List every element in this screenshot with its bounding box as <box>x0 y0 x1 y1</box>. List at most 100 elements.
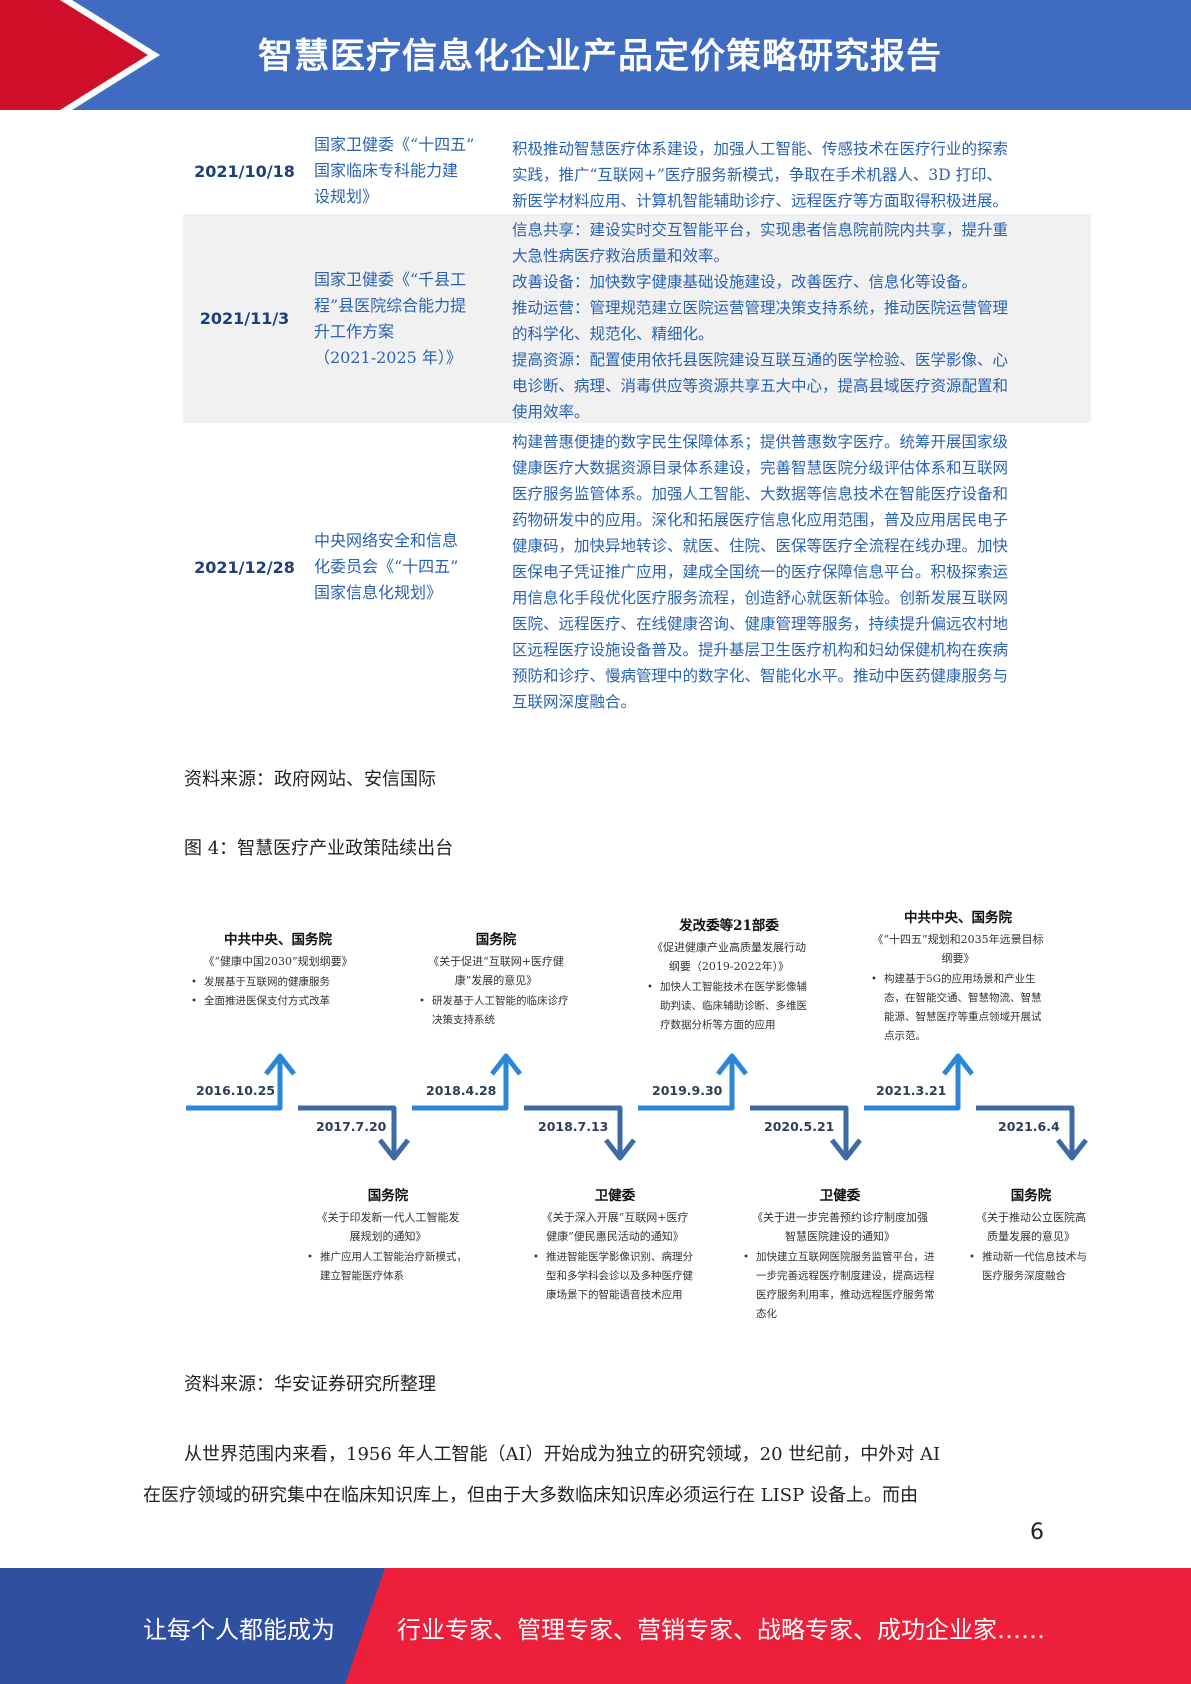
timeline-date: 2020.5.21 <box>764 1119 835 1134</box>
policy-desc-line: 互联网深度融合。 <box>512 693 637 711</box>
event-bullet: 加快人工智能技术在医学影像辅助判读、临床辅助诊断、多维医疗数据分析等方面的应用 <box>644 978 814 1035</box>
event-document: 《“十四五”规划和2035年远景目标 <box>872 933 1044 946</box>
event-document: 《关于深入开展“互联网+医疗 <box>541 1211 689 1224</box>
timeline-up-arrow <box>186 1060 283 1111</box>
event-org: 国务院 <box>367 1188 409 1204</box>
report-title: 智慧医疗信息化企业产品定价策略研究报告 <box>258 37 943 77</box>
policy-desc-line: 医疗服务监管体系。加强人工智能、大数据等信息技术在智能医疗设备和 <box>512 485 1009 503</box>
timeline-down-arrow <box>378 1138 410 1161</box>
event-document: 纲要》 <box>941 952 975 965</box>
event-org: 国务院 <box>475 932 517 948</box>
body-paragraph-line: 在医疗领域的研究集中在临床知识库上，但由于大多数临床知识库必须运行在 LISP … <box>143 1485 918 1506</box>
policy-title-line: 化委员会《“十四五” <box>314 557 459 576</box>
event-org: 发改委等21部委 <box>679 918 779 934</box>
event-bullet: 加快建立互联网医院服务监管平台，进一步完善远程医疗制度建设，提高远程医疗服务利用… <box>740 1248 940 1324</box>
policy-desc-line: 医保电子凭证推广应用，建成全国统一的医疗保障信息平台。积极探索运 <box>512 563 1009 581</box>
timeline-up-arrow <box>864 1060 961 1111</box>
timeline-date: 2021.3.21 <box>876 1083 947 1098</box>
timeline-down-arrow <box>1056 1138 1088 1161</box>
policy-desc-line: 健康医疗大数据资源目录体系建设，完善智慧医院分级评估体系和互联网 <box>512 459 1009 477</box>
policy-description: 构建普惠便捷的数字民生保障体系；提供普惠数字医疗。统筹开展国家级 健康医疗大数据… <box>512 423 1091 711</box>
footer-slogan-right: 行业专家、管理专家、营销专家、战略专家、成功企业家…… <box>397 1616 1045 1644</box>
event-document: 《“健康中国2030”规划纲要》 <box>203 955 353 968</box>
policy-title: 国家卫健委《“十四五” 国家临床专科能力建 设规划》 <box>306 128 512 214</box>
policy-desc-line: 医院、远程医疗、在线健康咨询、健康管理等服务，持续提升偏远农村地 <box>512 615 1009 633</box>
policy-description: 信息共享：建设实时交互智能平台，实现患者信息院前院内共享，提升重 大急性病医疗救… <box>512 214 1091 423</box>
timeline-date: 2021.6.4 <box>998 1119 1060 1134</box>
policy-desc-line: 提高资源：配置使用依托县医院建设互联互通的医学检验、医学影像、心 <box>512 351 1009 369</box>
policy-desc-line: 电诊断、病理、消毒供应等资源共享五大中心，提高县域医疗资源配置和 <box>512 377 1009 395</box>
policy-date: 2021/11/3 <box>199 309 290 328</box>
event-bullets: 加快人工智能技术在医学影像辅助判读、临床辅助诊断、多维医疗数据分析等方面的应用 <box>644 978 814 1035</box>
policy-title-line: （2021-2025 年）》 <box>314 347 462 367</box>
policy-desc-line: 的科学化、规范化、精细化。 <box>512 325 714 343</box>
event-bullets: 推广应用人工智能治疗新模式，建立智能医疗体系 <box>304 1248 472 1286</box>
table-row: 2021/10/18 国家卫健委《“十四五” 国家临床专科能力建 设规划》 积极… <box>183 128 1091 214</box>
timeline-event-2017: 国务院 《关于印发新一代人工智能发 展规划的通知》 推广应用人工智能治疗新模式，… <box>304 1184 472 1286</box>
event-org: 卫健委 <box>594 1188 636 1204</box>
figure-caption: 图 4：智慧医疗产业政策陆续出台 <box>184 838 454 859</box>
timeline-down-arrow <box>750 1105 849 1154</box>
timeline-down-arrow <box>604 1138 636 1161</box>
page-number: 6 <box>1030 1520 1044 1545</box>
timeline-up-arrow <box>412 1060 509 1111</box>
event-bullet: 全面推进医保支付方式改革 <box>188 992 368 1011</box>
event-org: 中共中央、国务院 <box>224 932 332 948</box>
timeline-down-arrow <box>830 1138 862 1161</box>
policy-desc-line: 大急性病医疗救治质量和效率。 <box>512 247 730 265</box>
event-document: 展规划的通知》 <box>349 1230 427 1243</box>
event-document: 质量发展的意见》 <box>987 1230 1075 1243</box>
policy-title: 中央网络安全和信息 化委员会《“十四五” 国家信息化规划》 <box>306 423 512 711</box>
event-document: 康”发展的意见》 <box>454 974 538 987</box>
page-footer: 让每个人都能成为 行业专家、管理专家、营销专家、战略专家、成功企业家…… <box>0 1568 1191 1684</box>
policy-date: 2021/12/28 <box>194 557 295 577</box>
timeline-down-arrow <box>298 1105 397 1154</box>
policy-description: 积极推动智慧医疗体系建设，加强人工智能、传感技术在医疗行业的探索 实践，推广“互… <box>512 128 1091 214</box>
timeline-event-2018-04: 国务院 《关于促进“互联网+医疗健 康”发展的意见》 研发基于人工智能的临床诊疗… <box>416 928 576 1030</box>
policy-desc-line: 药物研发中的应用。深化和拓展医疗信息化应用范围，普及应用居民电子 <box>512 511 1009 529</box>
event-bullets: 发展基于互联网的健康服务 全面推进医保支付方式改革 <box>188 973 368 1011</box>
policy-desc-line: 构建普惠便捷的数字民生保障体系；提供普惠数字医疗。统筹开展国家级 <box>512 433 1009 451</box>
timeline-event-2021-03: 中共中央、国务院 《“十四五”规划和2035年远景目标 纲要》 构建基于5G的应… <box>868 906 1048 1046</box>
timeline-event-2019: 发改委等21部委 《促进健康产业高质量发展行动 纲要（2019-2022年）》 … <box>644 914 814 1035</box>
page-header: 智慧医疗信息化企业产品定价策略研究报告 <box>0 0 1191 110</box>
timeline-date: 2016.10.25 <box>196 1083 276 1098</box>
event-bullets: 构建基于5G的应用场景和产业生态，在智能交通、智慧物流、智慧能源、智慧医疗等重点… <box>868 970 1048 1046</box>
table-row: 2021/11/3 国家卫健委《“千县工 程”县医院综合能力提 升工作方案 （2… <box>183 214 1091 423</box>
timeline-date: 2017.7.20 <box>316 1119 387 1134</box>
event-document: 《促进健康产业高质量发展行动 <box>652 941 806 954</box>
event-org: 国务院 <box>1010 1188 1052 1204</box>
timeline-event-2021-06: 国务院 《关于推动公立医院高 质量发展的意见》 推动新一代信息技术与医疗服务深度… <box>966 1184 1096 1286</box>
policy-date: 2021/10/18 <box>194 161 295 181</box>
event-bullets: 研发基于人工智能的临床诊疗决策支持系统 <box>416 992 576 1030</box>
policy-desc-line: 积极推动智慧医疗体系建设，加强人工智能、传感技术在医疗行业的探索 <box>512 140 1009 158</box>
timeline-down-arrow <box>524 1105 623 1154</box>
event-document: 健康”便民惠民活动的通知》 <box>546 1230 684 1243</box>
policy-table: 2021/10/18 国家卫健委《“十四五” 国家临床专科能力建 设规划》 积极… <box>183 128 1091 711</box>
table-row: 2021/12/28 中央网络安全和信息 化委员会《“十四五” 国家信息化规划》… <box>183 423 1091 711</box>
policy-title-line: 国家卫健委《“千县工 <box>314 269 467 289</box>
timeline-date: 2019.9.30 <box>652 1083 723 1098</box>
policy-title: 国家卫健委《“千县工 程”县医院综合能力提 升工作方案 （2021-2025 年… <box>306 214 512 423</box>
timeline-up-arrow <box>490 1053 522 1076</box>
timeline-down-arrow <box>976 1105 1075 1154</box>
policy-desc-line: 新医学材料应用、计算机智能辅助诊疗、远程医疗等方面取得积极进展。 <box>512 192 1009 210</box>
policy-title-line: 程”县医院综合能力提 <box>314 295 467 315</box>
event-document: 《关于印发新一代人工智能发 <box>316 1211 460 1224</box>
policy-title-line: 升工作方案 <box>314 321 395 341</box>
header-chevron-shape <box>0 0 160 110</box>
timeline-up-arrow <box>638 1060 735 1111</box>
policy-timeline-figure: 2016.10.25 2017.7.20 2018.4.28 2018.7.13… <box>180 900 1100 1330</box>
policy-desc-line: 区远程医疗设施设备普及。提升基层卫生医疗机构和妇幼保健机构在疾病 <box>512 641 1009 659</box>
event-org: 卫健委 <box>819 1188 861 1204</box>
event-bullets: 推动新一代信息技术与医疗服务深度融合 <box>966 1248 1096 1286</box>
timeline-arrows <box>186 1053 1088 1161</box>
policy-desc-line: 用信息化手段优化医疗服务流程，创造舒心就医新体验。创新发展互联网 <box>512 589 1009 607</box>
table-source: 资料来源：政府网站、安信国际 <box>184 769 436 790</box>
event-document: 《关于进一步完善预约诊疗制度加强 <box>752 1211 928 1224</box>
timeline-event-2020: 卫健委 《关于进一步完善预约诊疗制度加强 智慧医院建设的通知》 加快建立互联网医… <box>740 1184 940 1324</box>
policy-desc-line: 使用效率。 <box>512 403 590 421</box>
body-paragraph-line: 从世界范围内来看，1956 年人工智能（AI）开始成为独立的研究领域，20 世纪… <box>184 1444 941 1465</box>
event-bullet: 推进智能医学影像识别、病理分型和多学科会诊以及多种医疗健康场景下的智能语音技术应… <box>530 1248 700 1305</box>
event-bullet: 发展基于互联网的健康服务 <box>188 973 368 992</box>
